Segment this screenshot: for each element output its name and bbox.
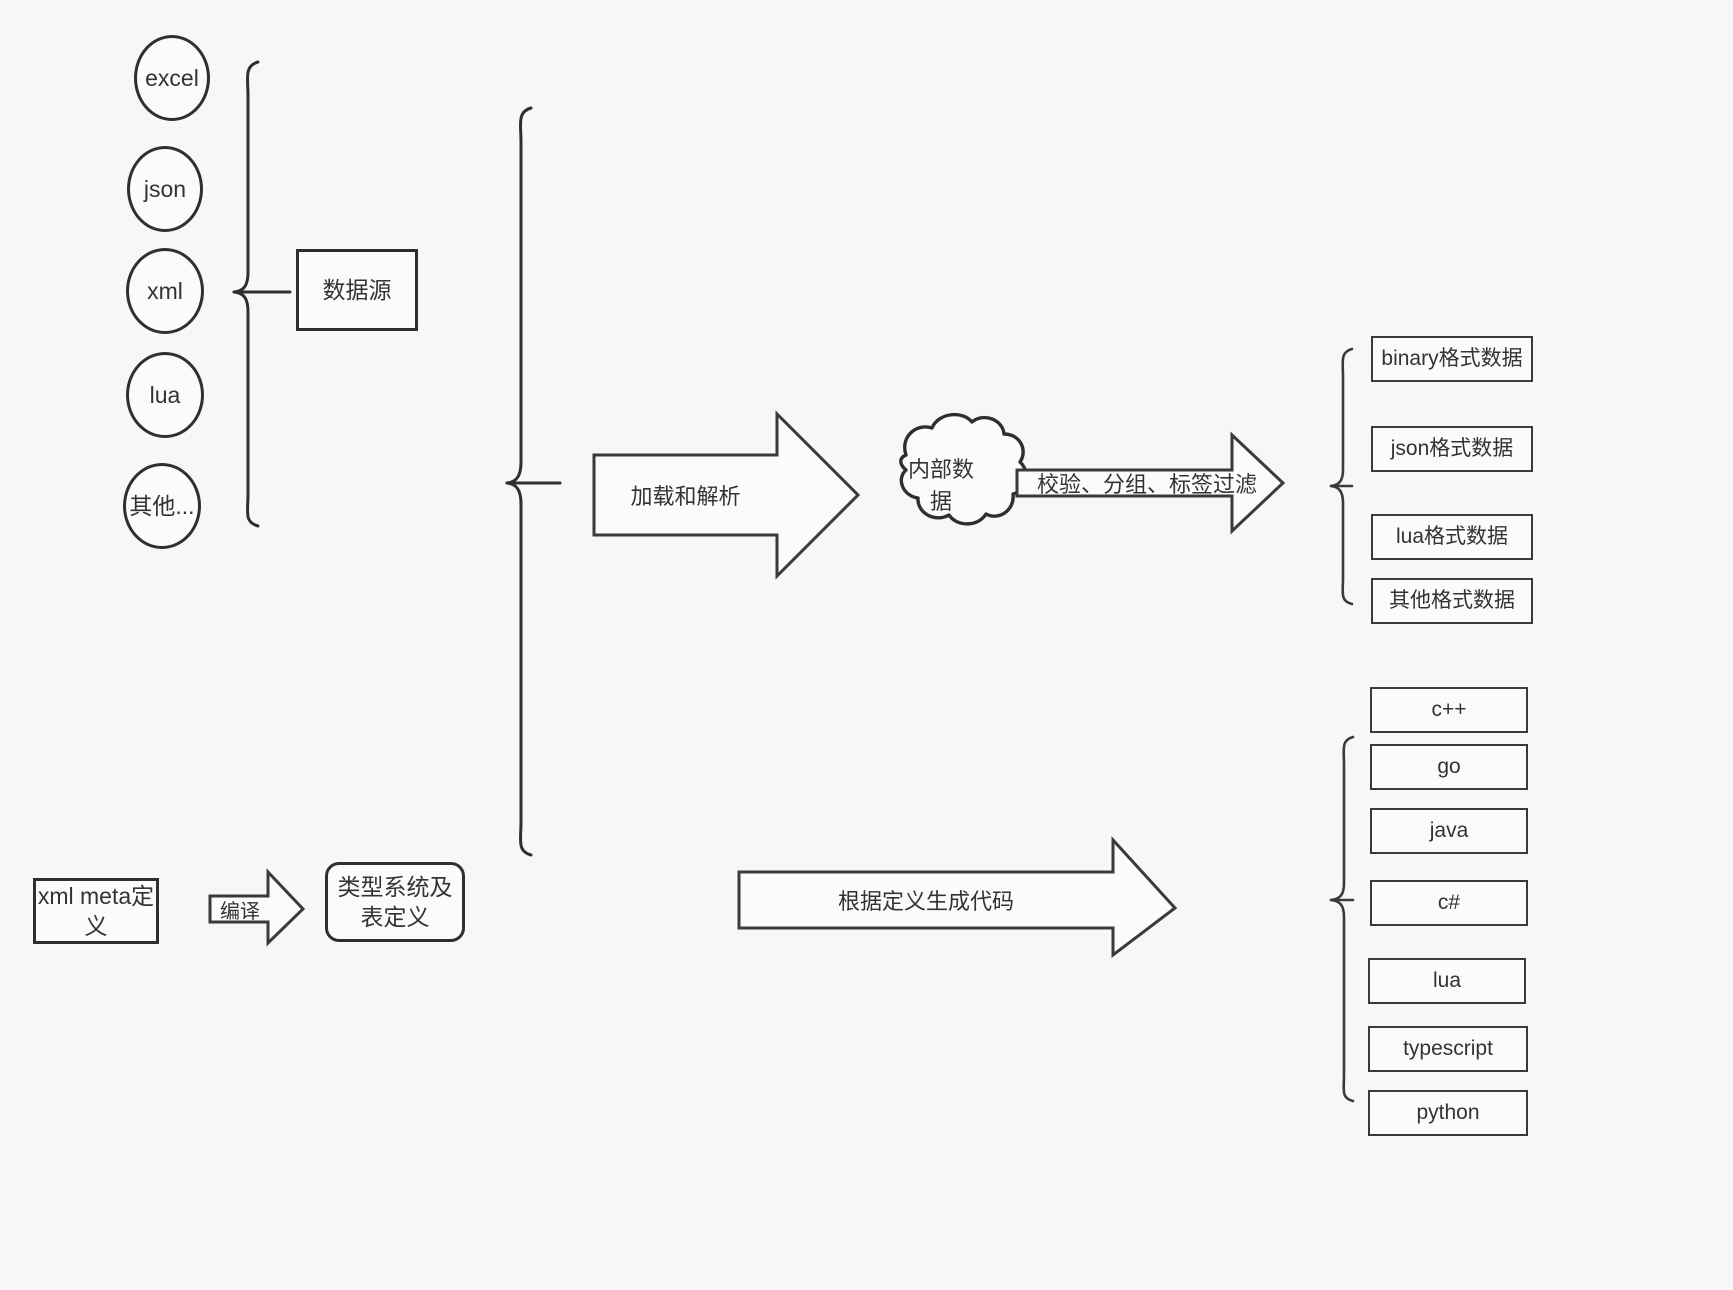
data-source-label: 数据源: [322, 276, 392, 303]
source-ellipse-excel[interactable]: excel: [134, 35, 210, 121]
codegen-arrow: [737, 836, 1178, 959]
format-group-brace: [1329, 347, 1354, 606]
source-ellipse-other[interactable]: 其他...: [123, 463, 201, 549]
output-label: binary格式数据: [1381, 347, 1523, 371]
source-group-brace: [232, 60, 292, 528]
output-language-csharp[interactable]: c#: [1370, 880, 1528, 926]
output-label: typescript: [1403, 1037, 1493, 1061]
output-format-json[interactable]: json格式数据: [1371, 426, 1533, 472]
source-label: xml: [147, 277, 183, 304]
output-label: c++: [1431, 698, 1467, 722]
xml-meta-definition-box[interactable]: xml meta定义: [33, 878, 159, 944]
output-label: python: [1416, 1101, 1480, 1125]
source-ellipse-xml[interactable]: xml: [126, 248, 204, 334]
output-label: c#: [1437, 891, 1461, 915]
source-label: excel: [145, 64, 199, 91]
output-label: lua: [1432, 969, 1462, 993]
output-language-go[interactable]: go: [1370, 744, 1528, 790]
source-label: 其他...: [129, 492, 195, 519]
type-system-label: 类型系统及表定义: [337, 873, 453, 930]
language-group-brace: [1329, 735, 1355, 1103]
source-label: lua: [149, 381, 181, 408]
data-source-box[interactable]: 数据源: [296, 249, 418, 331]
output-label: go: [1437, 755, 1461, 779]
output-language-java[interactable]: java: [1370, 808, 1528, 854]
output-format-lua[interactable]: lua格式数据: [1371, 514, 1533, 560]
filter-arrow: [1015, 431, 1286, 535]
output-language-python[interactable]: python: [1368, 1090, 1528, 1136]
internal-data-cloud: [899, 412, 1029, 526]
output-language-cpp[interactable]: c++: [1370, 687, 1528, 733]
output-label: lua格式数据: [1395, 525, 1509, 549]
xml-meta-label: xml meta定义: [37, 882, 155, 939]
output-label: 其他格式数据: [1389, 589, 1515, 613]
type-system-box[interactable]: 类型系统及表定义: [325, 862, 465, 942]
output-language-lua[interactable]: lua: [1368, 958, 1526, 1004]
output-format-binary[interactable]: binary格式数据: [1371, 336, 1533, 382]
output-format-other[interactable]: 其他格式数据: [1371, 578, 1533, 624]
source-label: json: [143, 175, 187, 202]
source-ellipse-json[interactable]: json: [127, 146, 203, 232]
output-label: java: [1429, 819, 1469, 843]
output-label: json格式数据: [1390, 437, 1514, 461]
source-ellipse-lua[interactable]: lua: [126, 352, 204, 438]
output-language-typescript[interactable]: typescript: [1368, 1026, 1528, 1072]
load-parse-arrow: [592, 410, 861, 580]
input-group-brace: [505, 106, 562, 857]
